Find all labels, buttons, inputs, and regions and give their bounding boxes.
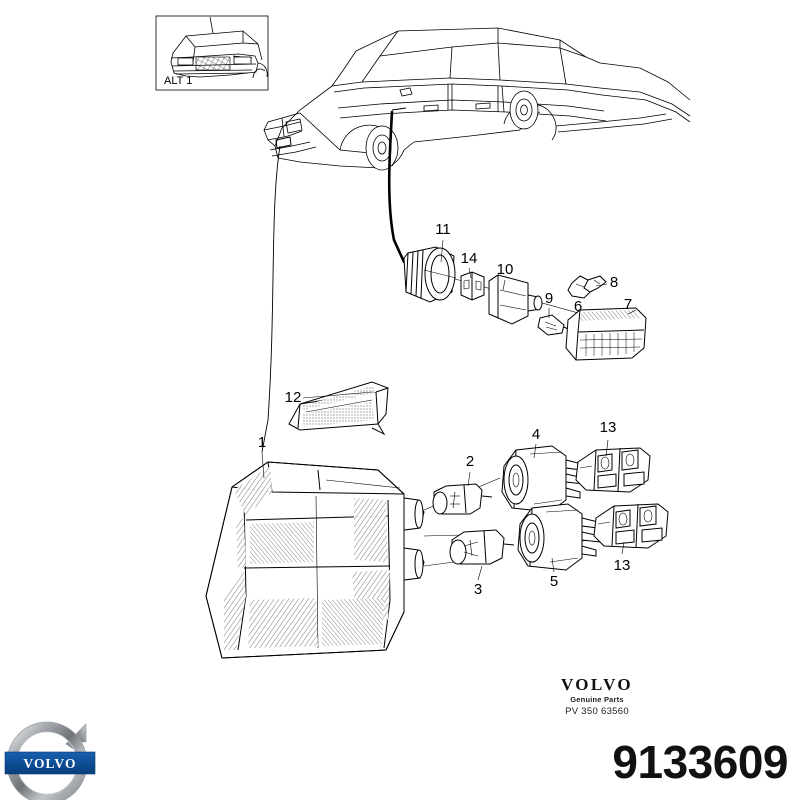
footer-logo: VOLVO xyxy=(4,721,96,800)
leader-12 xyxy=(302,391,373,399)
leader-13-upper xyxy=(605,439,609,457)
part-10-lamp-body xyxy=(488,274,543,325)
callout-labels: 1 2 3 4 5 6 7 8 9 10 11 12 13 14 13 xyxy=(258,221,632,598)
part-13-connector-lower xyxy=(593,503,669,549)
watermark-code: PV 350 63560 xyxy=(565,706,629,717)
callout-7: 7 xyxy=(624,296,632,313)
callout-2: 2 xyxy=(466,453,474,470)
leader-8 xyxy=(595,283,608,287)
vehicle-illustration xyxy=(263,27,691,171)
footer-part-number: 9133609 xyxy=(612,736,788,788)
logo-wordmark: VOLVO xyxy=(23,756,76,771)
callout-9: 9 xyxy=(545,290,553,307)
part-7-side-marker-lens xyxy=(565,307,647,361)
alt-inset: ALT 1 xyxy=(155,15,269,91)
part-1-corner-lamp-housing xyxy=(205,461,425,659)
callout-1: 1 xyxy=(258,434,266,451)
watermark-genuine-parts: VOLVO Genuine Parts PV 350 63560 xyxy=(561,675,633,717)
leader-1 xyxy=(261,451,265,479)
callout-5: 5 xyxy=(550,573,558,590)
logo-band xyxy=(4,751,96,775)
callout-3: 3 xyxy=(474,581,482,598)
leader-4 xyxy=(533,443,537,459)
leader-3 xyxy=(477,565,483,581)
leader-10 xyxy=(502,279,506,291)
leader-11 xyxy=(440,239,444,263)
part-2-bulb-upper xyxy=(432,483,493,515)
part-14-connector xyxy=(460,271,485,301)
leader-7 xyxy=(627,309,637,315)
leader-14 xyxy=(468,267,472,279)
part-3-bulb-lower xyxy=(449,529,515,565)
leader-2 xyxy=(467,471,471,487)
callout-6: 6 xyxy=(574,298,582,315)
leader-line-to-part-1 xyxy=(261,145,281,453)
part-13-connector-upper xyxy=(575,447,651,493)
callout-10: 10 xyxy=(497,261,514,278)
part-6-8-clips xyxy=(567,275,607,299)
part-9-festoon-bulb xyxy=(537,314,573,336)
callout-13-upper: 13 xyxy=(600,419,617,436)
part-4-bulb-holder-upper xyxy=(501,445,585,513)
callout-8: 8 xyxy=(610,274,618,291)
alt-inset-label: ALT 1 xyxy=(164,75,192,87)
part-5-bulb-holder-lower xyxy=(517,503,601,571)
callout-12: 12 xyxy=(285,389,302,406)
callout-4: 4 xyxy=(532,426,540,443)
watermark-brand: VOLVO xyxy=(561,675,633,694)
leader-line-to-part-11 xyxy=(387,110,406,264)
callout-13-lower: 13 xyxy=(614,557,631,574)
callout-14: 14 xyxy=(461,250,478,267)
part-12-lens-wedge xyxy=(288,381,389,436)
leader-5 xyxy=(551,557,555,573)
callout-11: 11 xyxy=(435,221,451,238)
leader-13-lower xyxy=(621,541,625,555)
alt-inset-vehicle xyxy=(170,16,268,79)
part-11-grommet xyxy=(403,246,457,303)
watermark-subtitle: Genuine Parts xyxy=(570,695,623,704)
